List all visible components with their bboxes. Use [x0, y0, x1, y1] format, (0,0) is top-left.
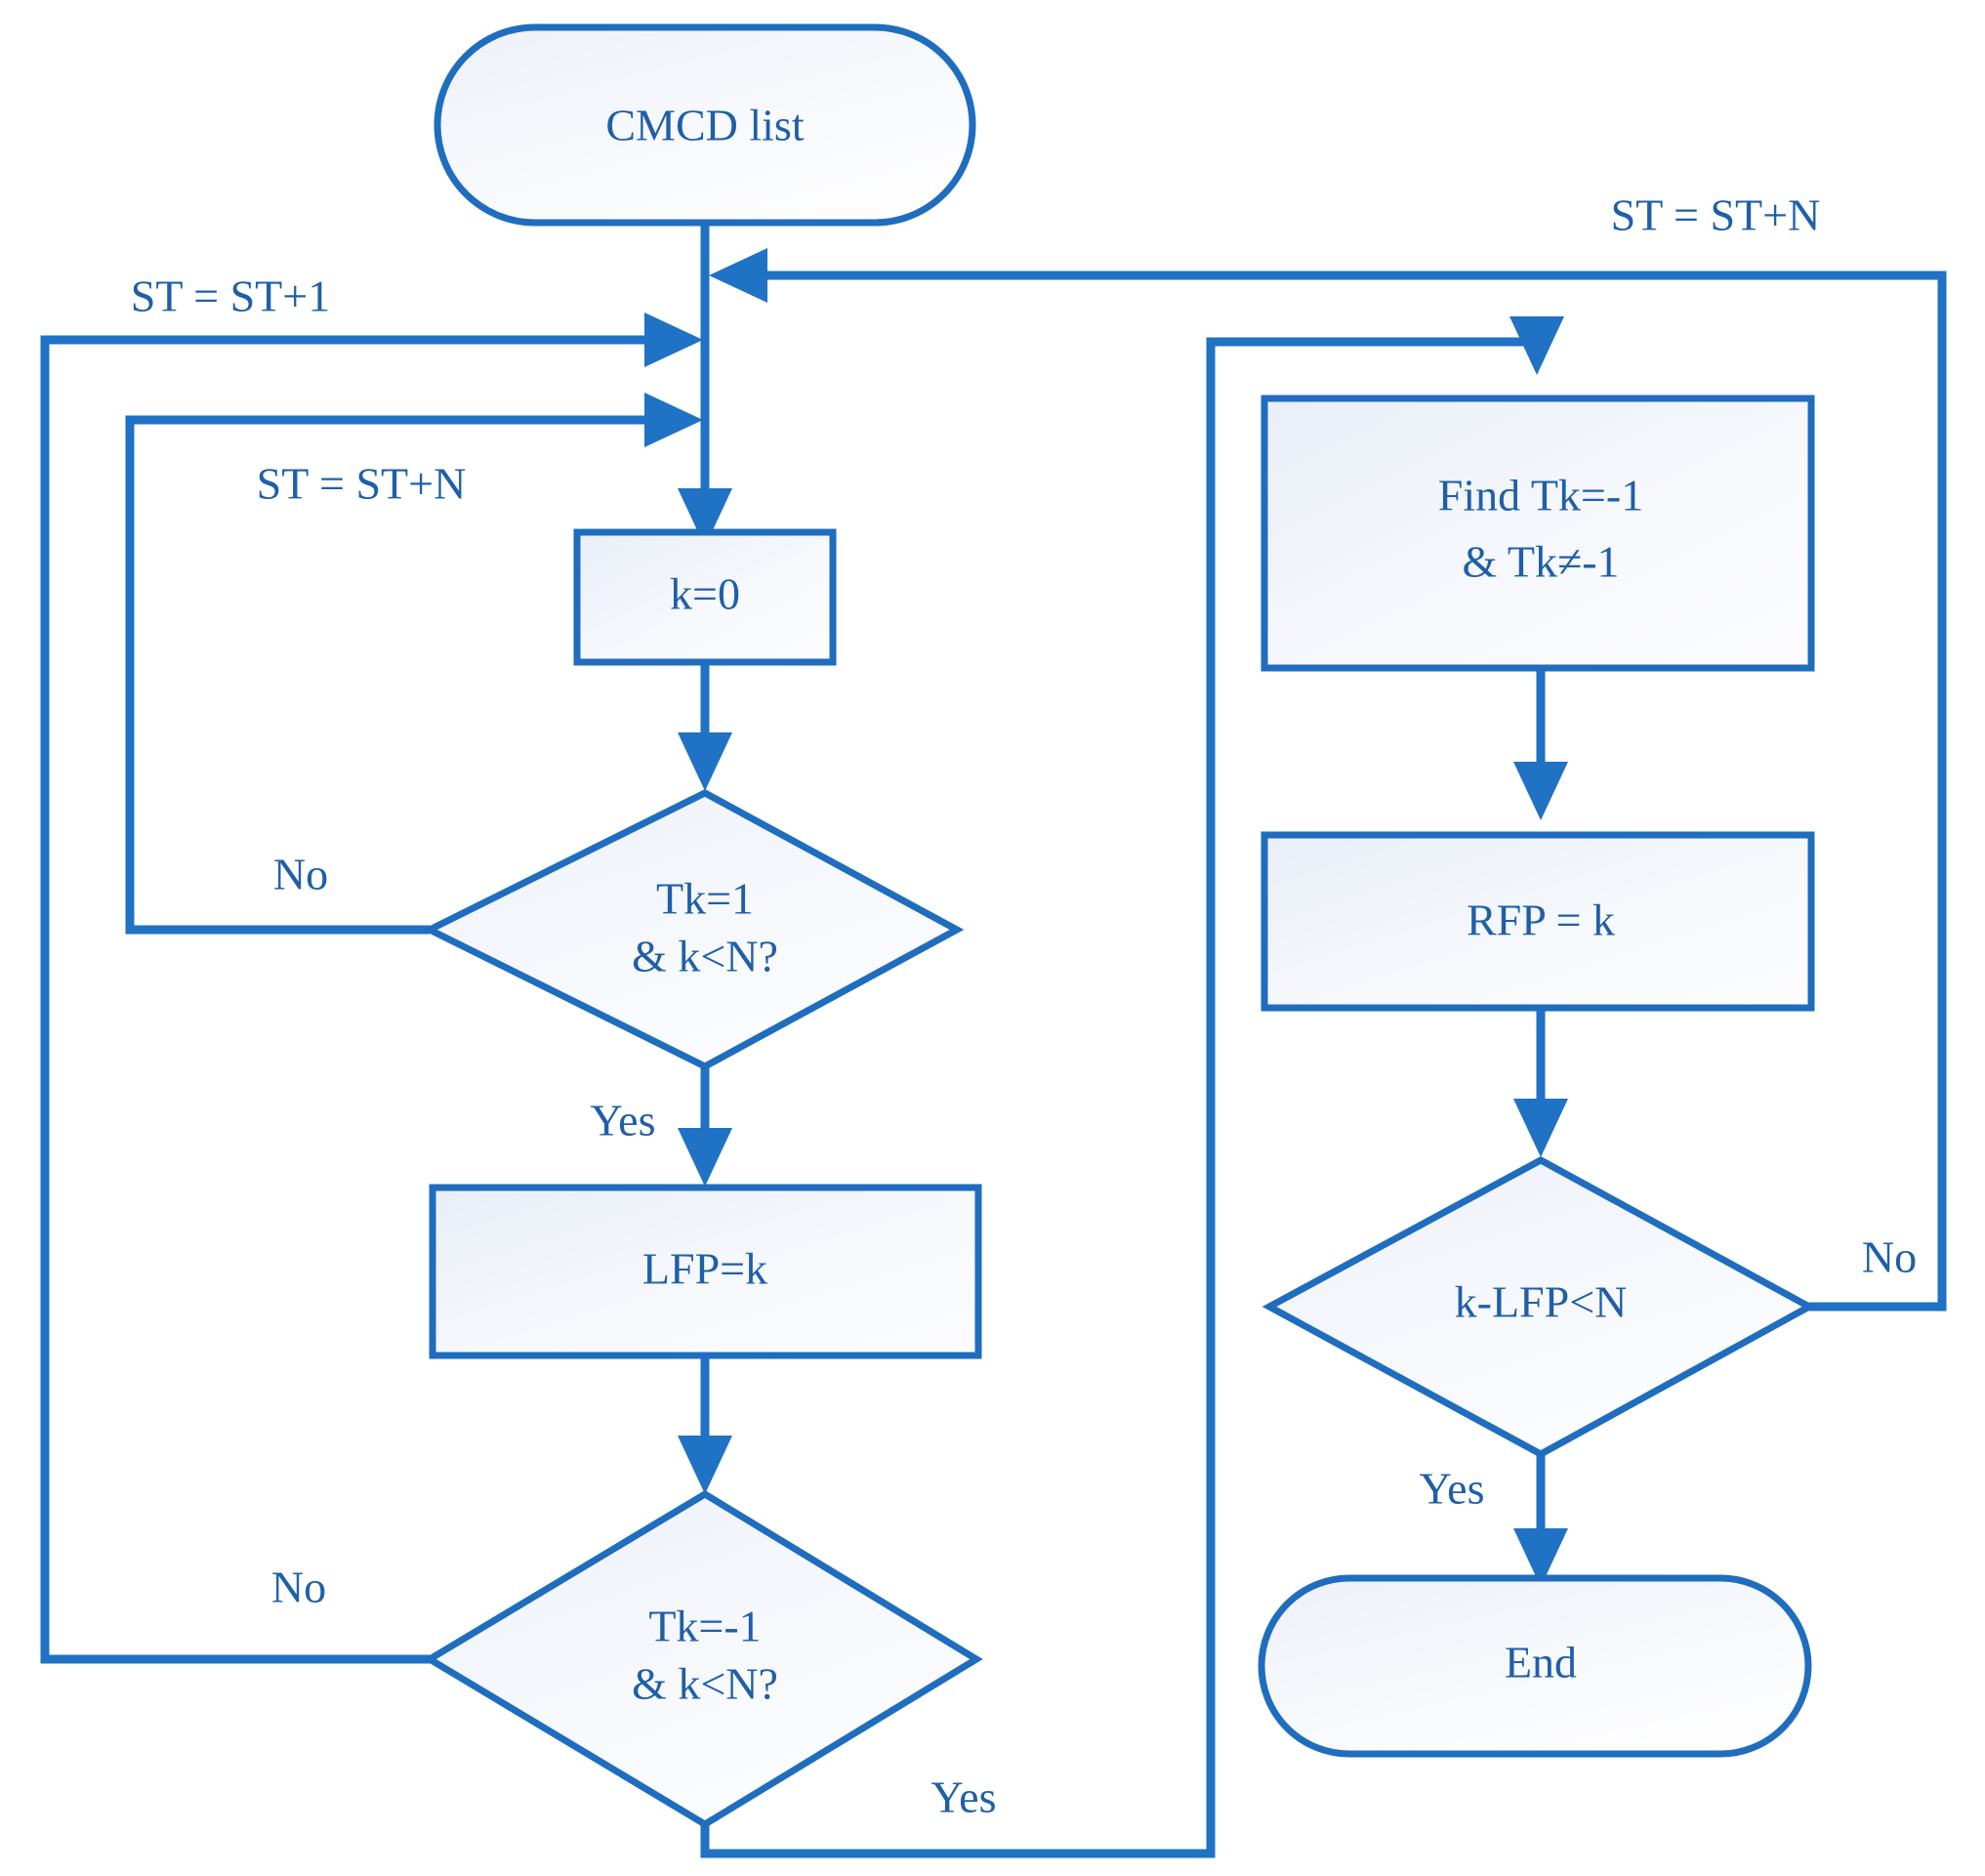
node-find-label-line1: Find Tk=-1 — [1438, 471, 1643, 521]
edge-start-to-k0 — [678, 225, 732, 547]
edge-label-yes-tkm1: Yes — [931, 1772, 997, 1822]
node-find: Find Tk=-1 & Tk≠-1 — [1261, 395, 1815, 672]
edge-dec-klfp-yes-to-end — [1513, 1455, 1568, 1587]
edge-label-st-plus-n-top: ST = ST+N — [1611, 190, 1821, 240]
edge-dec-tkm1-yes-to-find — [700, 316, 1564, 1858]
edge-rfp-to-dec-klfp — [1513, 1008, 1568, 1157]
node-lfp: LFP=k — [429, 1184, 982, 1359]
node-lfp-label: LFP=k — [642, 1244, 767, 1294]
node-decision-tk1-label-line2: & k<N? — [632, 932, 778, 981]
edge-loop-st-plus-n — [125, 393, 703, 935]
edge-dec-klfp-no — [1809, 279, 1947, 1312]
edge-label-no-klfp: No — [1862, 1232, 1917, 1282]
node-find-label-line2: & Tk≠-1 — [1462, 537, 1619, 587]
edge-label-no-tkm1: No — [271, 1563, 326, 1612]
node-rfp: RFP = k — [1261, 831, 1815, 1012]
edge-dec-tk1-yes-to-lfp — [678, 1067, 732, 1187]
edge-label-no-tk1: No — [273, 850, 328, 899]
node-start: CMCD list — [434, 23, 976, 227]
edge-find-to-rfp — [1513, 668, 1568, 820]
edge-label-yes-klfp: Yes — [1420, 1464, 1485, 1514]
node-decision-klfp-label: k-LFP<N — [1455, 1277, 1628, 1327]
node-decision-tk1: Tk=1 & k<N? — [422, 789, 965, 1070]
edge-label-yes-tk1: Yes — [591, 1096, 656, 1146]
node-end-label: End — [1505, 1638, 1577, 1688]
edge-loop-st-plus-1 — [40, 313, 703, 1664]
node-start-label: CMCD list — [605, 101, 804, 150]
node-k0: k=0 — [573, 528, 837, 666]
node-k0-label: k=0 — [670, 569, 740, 619]
edge-label-st-plus-n-left: ST = ST+N — [257, 459, 467, 509]
edge-return-top-right — [709, 248, 1947, 303]
node-decision-tkm1-label-line1: Tk=-1 — [648, 1602, 761, 1651]
node-rfp-label: RFP = k — [1467, 896, 1615, 945]
node-end: End — [1258, 1574, 1812, 1758]
node-decision-tkm1-label-line2: & k<N? — [632, 1659, 778, 1709]
node-decision-klfp: k-LFP<N — [1261, 1156, 1817, 1458]
edge-label-st-plus-1: ST = ST+1 — [131, 271, 330, 321]
edge-k0-to-dec-tk1 — [678, 664, 732, 791]
edge-lfp-to-dec-tkm1 — [678, 1355, 732, 1494]
node-decision-tk1-label-line1: Tk=1 — [656, 874, 754, 924]
node-decision-tkm1: Tk=-1 & k<N? — [423, 1489, 983, 1829]
